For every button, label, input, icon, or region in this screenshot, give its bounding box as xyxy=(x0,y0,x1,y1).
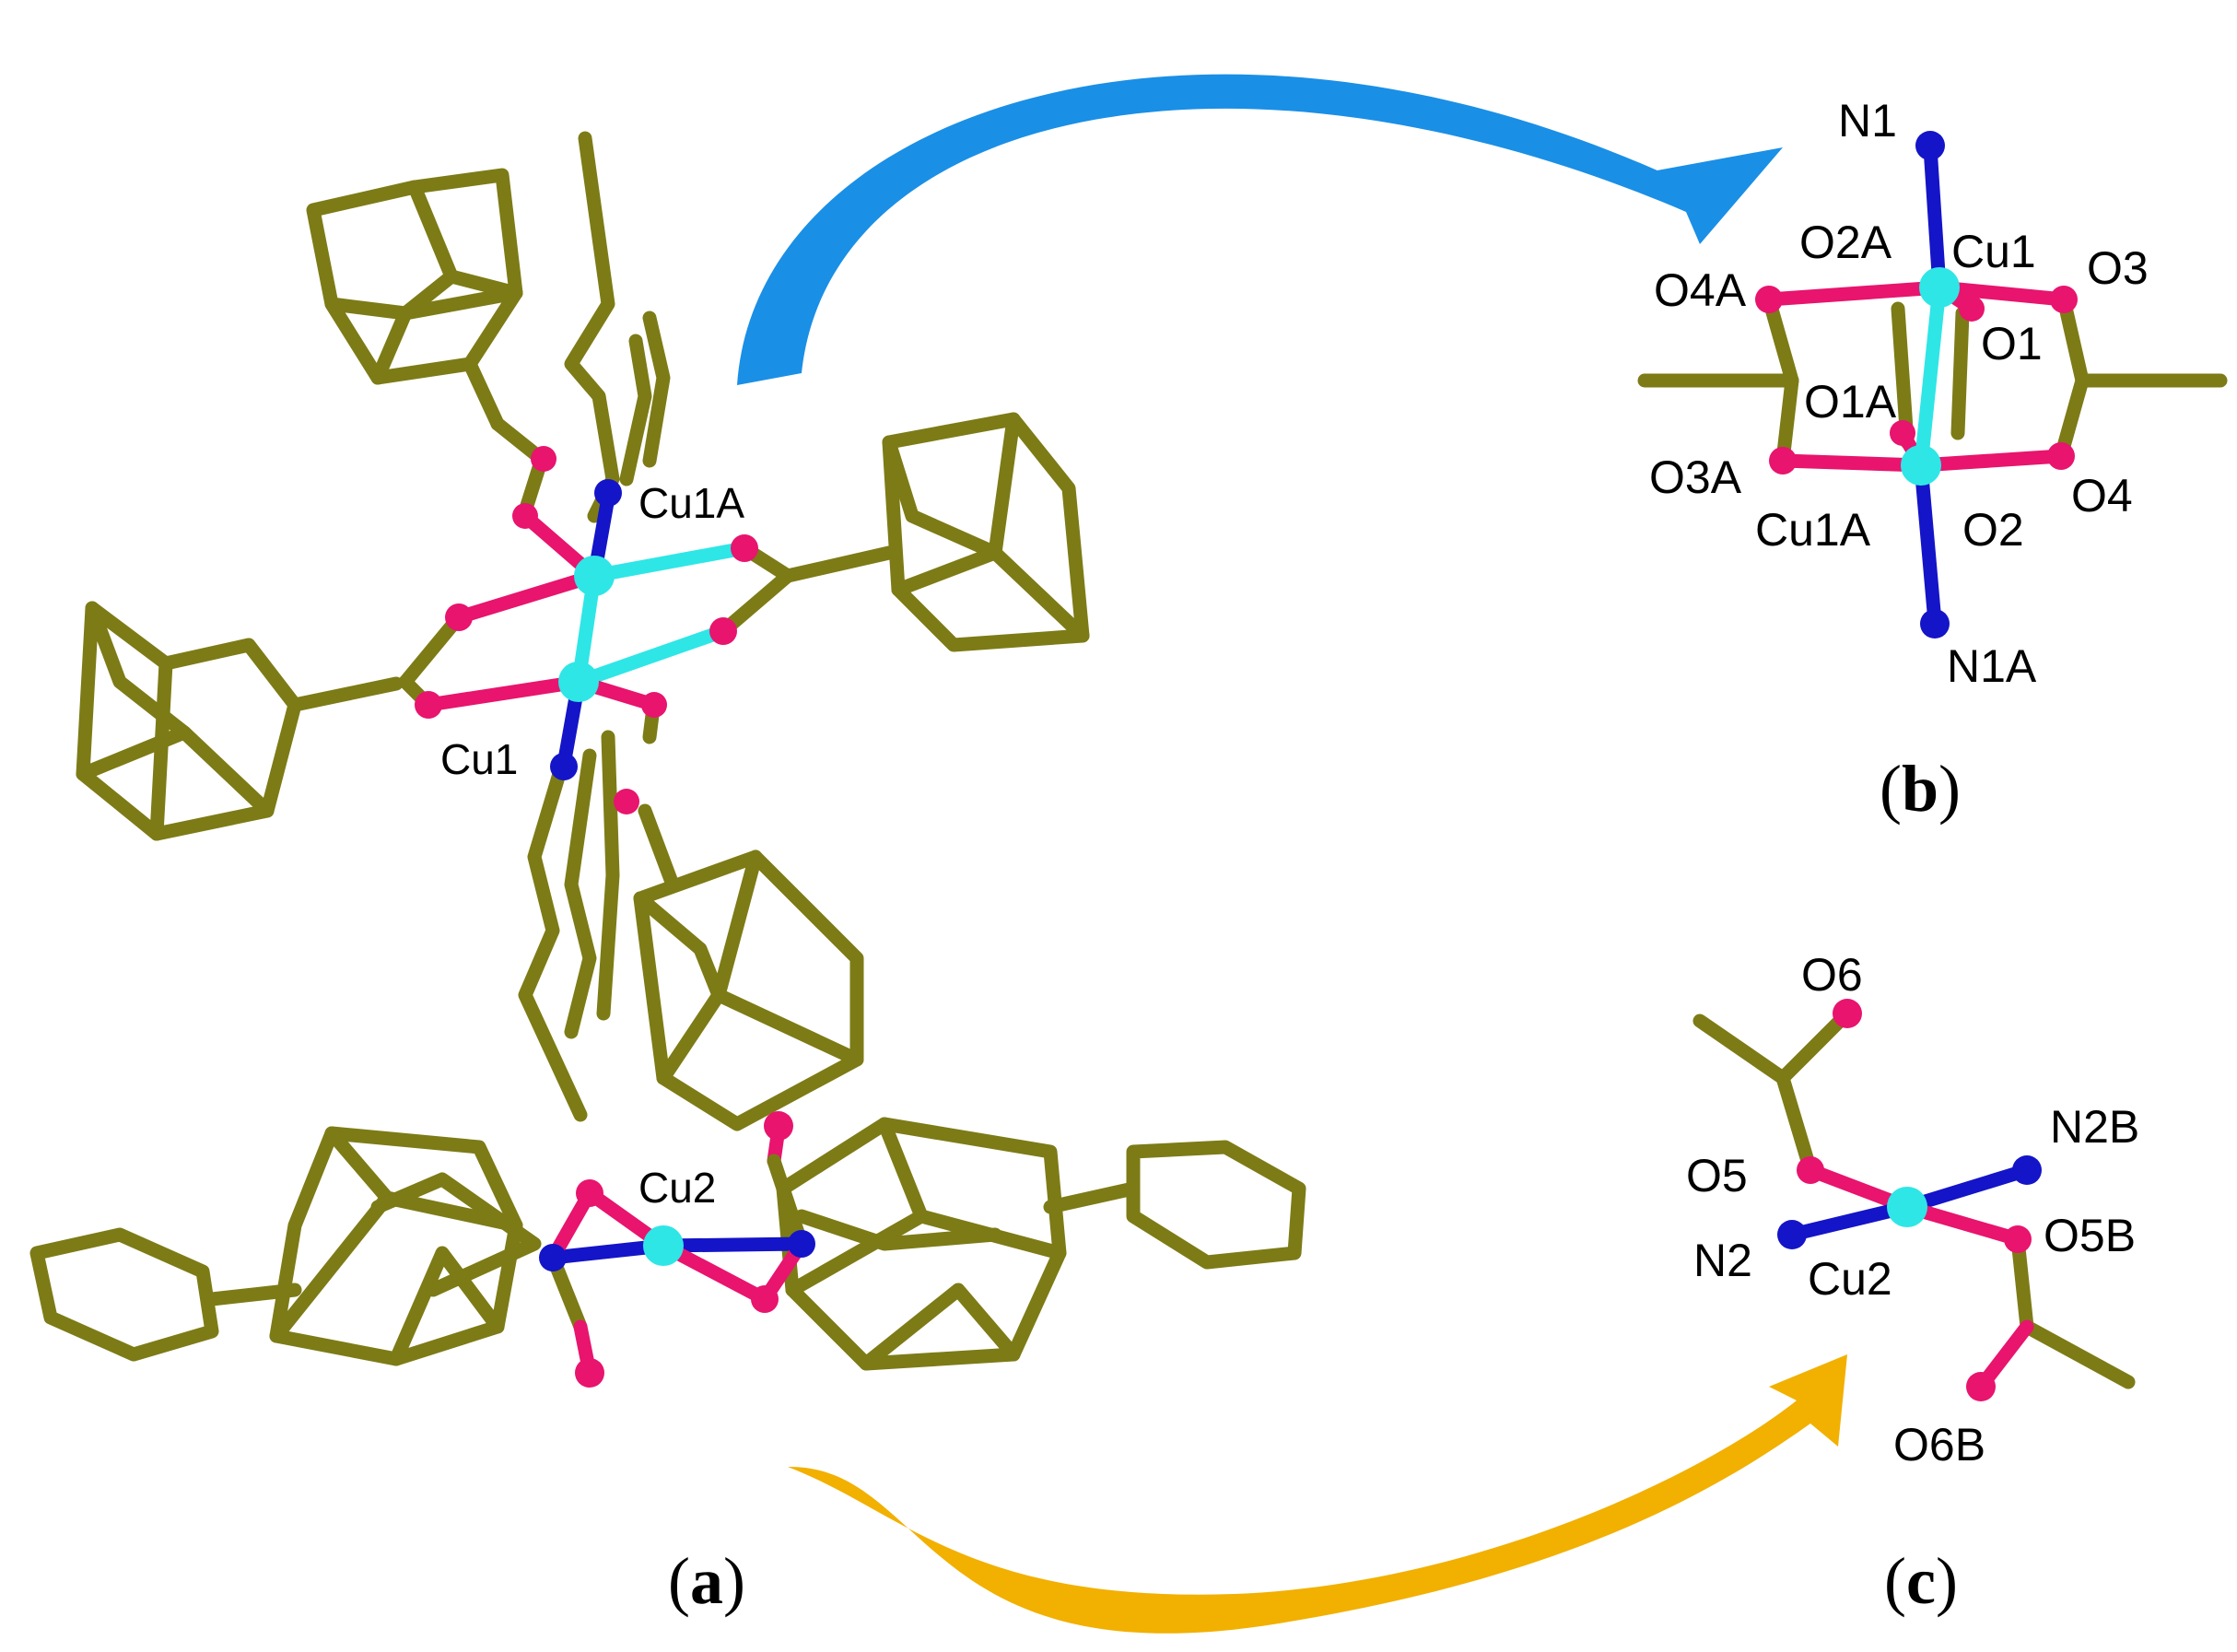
label-o2-b: O2 xyxy=(1962,504,2024,556)
atoms-monomer-a xyxy=(539,1111,815,1388)
arrow-to-panel-b xyxy=(737,74,1783,385)
panel-a-monomer: Cu2 xyxy=(29,1111,1306,1388)
label-cu1-a: Cu1 xyxy=(440,735,518,783)
adamantyl-left xyxy=(76,601,404,841)
arrow-to-panel-c xyxy=(788,1354,1847,1634)
label-o1-b: O1 xyxy=(1981,318,2043,369)
atoms-c xyxy=(1777,999,2042,1401)
orange-curved-arrow xyxy=(788,1354,1847,1634)
adamantyl-monomer-left xyxy=(269,1126,542,1366)
adamantyl-monomer-right xyxy=(776,1117,1067,1371)
adamantyl-top xyxy=(306,168,551,468)
label-cu1-b: Cu1 xyxy=(1951,226,2036,277)
label-o6b-c: O6B xyxy=(1893,1419,1985,1470)
svg-text:(c): (c) xyxy=(1884,1544,1958,1618)
blue-curved-arrow xyxy=(737,74,1783,385)
ligand-upper-chain xyxy=(564,131,671,523)
label-o4-b: O4 xyxy=(2071,470,2133,521)
phenyl-left xyxy=(29,1227,302,1362)
label-n1a-b: N1A xyxy=(1947,640,2037,692)
panel-b-paddlewheel: N1 O2A Cu1 O3 O4A O1 O1A O3A O4 Cu1A O2 … xyxy=(1637,95,2228,692)
adamantyl-right xyxy=(780,412,1090,652)
label-o5-c: O5 xyxy=(1686,1150,1748,1201)
panel-label-b: (b) xyxy=(1880,752,1961,826)
label-cu2-c: Cu2 xyxy=(1808,1253,1892,1305)
atoms-a xyxy=(415,446,758,814)
bonds-b xyxy=(1637,140,2228,629)
panel-label-a: (a) xyxy=(668,1544,745,1618)
panel-c-mononuclear: O6 N2B O5 N2 O5B Cu2 O6B xyxy=(1686,949,2139,1470)
label-cu2-a: Cu2 xyxy=(638,1164,716,1212)
label-o6-c: O6 xyxy=(1801,949,1863,1001)
svg-text:(b): (b) xyxy=(1880,752,1961,826)
label-n2-c: N2 xyxy=(1693,1235,1752,1286)
labels-c: O6 N2B O5 N2 O5B Cu2 O6B xyxy=(1686,949,2139,1470)
label-o1a-b: O1A xyxy=(1804,376,1897,428)
atoms-b xyxy=(1755,131,2078,639)
ligand-lower-chain xyxy=(518,730,620,1122)
svg-text:(a): (a) xyxy=(668,1544,745,1618)
label-o3-b: O3 xyxy=(2087,242,2149,294)
label-o5b-c: O5B xyxy=(2044,1210,2136,1261)
label-n1-b: N1 xyxy=(1838,95,1897,146)
cu-bonds-a xyxy=(421,490,752,772)
panel-a-dimer: Cu1A Cu1 xyxy=(76,131,1090,1131)
label-n2b-c: N2B xyxy=(2050,1101,2139,1153)
label-o4a-b: O4A xyxy=(1654,264,1747,316)
panel-label-c: (c) xyxy=(1884,1544,1958,1618)
label-o3a-b: O3A xyxy=(1649,451,1742,503)
label-o2a-b: O2A xyxy=(1799,217,1892,268)
label-cu1a-a: Cu1A xyxy=(638,479,744,527)
adamantyl-bottom xyxy=(633,803,864,1131)
label-cu1a-b: Cu1A xyxy=(1755,504,1871,556)
phenyl-right xyxy=(1043,1140,1306,1270)
labels-b: N1 O2A Cu1 O3 O4A O1 O1A O3A O4 Cu1A O2 … xyxy=(1649,95,2149,692)
